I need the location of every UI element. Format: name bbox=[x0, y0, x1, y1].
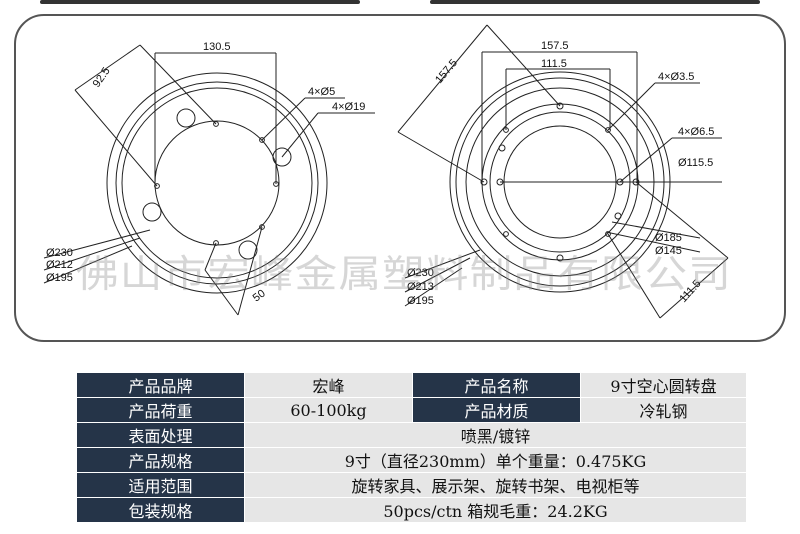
right-small-hole bbox=[605, 231, 611, 237]
leader-213-r bbox=[404, 257, 471, 293]
table-row: 适用范围 旋转家具、展示架、旋转书架、电视柜等 bbox=[76, 472, 747, 498]
pack-value: 50pcs/ctn 箱规毛重：24.2KG bbox=[244, 497, 747, 523]
dim-text: 111.5 bbox=[541, 58, 567, 70]
load-label: 产品荷重 bbox=[76, 397, 245, 423]
left-large-hole bbox=[272, 147, 292, 167]
left-inner-rim bbox=[121, 87, 313, 279]
right-small-hole bbox=[498, 144, 506, 152]
dim-extension bbox=[607, 233, 661, 319]
size-value: 9寸（直径230mm）单个重量：0.475KG bbox=[244, 447, 747, 473]
dim-line-50 bbox=[204, 269, 239, 316]
leader-230 bbox=[43, 229, 151, 259]
right-small-hole bbox=[556, 254, 564, 262]
dim-extension bbox=[74, 89, 158, 187]
dim-extension bbox=[486, 24, 561, 107]
leader-185 bbox=[611, 221, 701, 239]
right-small-hole bbox=[480, 178, 488, 186]
dim-text: 4×Ø6.5 bbox=[678, 126, 714, 138]
left-large-hole bbox=[142, 202, 162, 222]
dim-text: 92.5 bbox=[91, 65, 113, 89]
dim-extension bbox=[204, 242, 217, 271]
name-label: 产品名称 bbox=[412, 372, 581, 398]
left-small-hole bbox=[213, 121, 219, 127]
top-divider-right bbox=[430, 0, 760, 4]
drawing-panel bbox=[14, 14, 786, 342]
table-row: 产品品牌 宏峰 产品名称 9寸空心圆转盘 bbox=[76, 372, 747, 398]
table-row: 产品规格 9寸（直径230mm）单个重量：0.475KG bbox=[76, 447, 747, 473]
left-mid-rim bbox=[115, 81, 319, 285]
brand-label: 产品品牌 bbox=[76, 372, 245, 398]
watermark: 佛山市宏峰金属塑料制品有限公司 bbox=[76, 252, 732, 296]
leader-4x5 bbox=[261, 97, 306, 141]
left-large-hole bbox=[176, 108, 196, 128]
material-value: 冷轧钢 bbox=[580, 397, 747, 423]
leader-195-r bbox=[404, 267, 463, 307]
surface-value: 喷黑/镀锌 bbox=[244, 422, 747, 448]
dim-text: Ø230 bbox=[407, 267, 434, 279]
usage-label: 适用范围 bbox=[76, 472, 245, 498]
left-center-bore bbox=[154, 120, 280, 246]
leader-4x6-5 bbox=[619, 137, 673, 183]
dim-extension bbox=[237, 226, 263, 316]
dim-text: 4×Ø5 bbox=[308, 86, 335, 98]
leader-4x3-5 bbox=[607, 82, 656, 131]
dim-text: 157.5 bbox=[541, 40, 569, 52]
dim-extension bbox=[397, 131, 485, 183]
pack-label: 包装规格 bbox=[76, 497, 245, 523]
leader-4x19 bbox=[281, 112, 319, 158]
right-small-hole bbox=[503, 231, 509, 237]
top-divider-left bbox=[40, 0, 360, 4]
right-small-hole bbox=[614, 212, 622, 220]
dim-text: 4×Ø3.5 bbox=[658, 71, 694, 83]
name-value: 9寸空心圆转盘 bbox=[580, 372, 747, 398]
dim-text: Ø185 bbox=[655, 232, 682, 244]
material-label: 产品材质 bbox=[412, 397, 581, 423]
dim-text: Ø195 bbox=[407, 295, 434, 307]
right-small-hole bbox=[556, 102, 564, 110]
dim-text: Ø230 bbox=[46, 247, 73, 259]
left-small-hole bbox=[213, 240, 219, 246]
left-small-hole bbox=[259, 137, 265, 143]
dim-text: 130.5 bbox=[203, 41, 231, 53]
table-row: 包装规格 50pcs/ctn 箱规毛重：24.2KG bbox=[76, 497, 747, 523]
dim-text: Ø145 bbox=[655, 245, 682, 257]
dim-extension bbox=[139, 44, 217, 125]
brand-value: 宏峰 bbox=[244, 372, 413, 398]
leader-230-r bbox=[404, 249, 481, 279]
surface-label: 表面处理 bbox=[76, 422, 245, 448]
dim-line-157-5-diag bbox=[397, 24, 488, 133]
spec-table: 产品品牌 宏峰 产品名称 9寸空心圆转盘 产品荷重 60-100kg 产品材质 … bbox=[76, 372, 747, 523]
table-row: 产品荷重 60-100kg 产品材质 冷轧钢 bbox=[76, 397, 747, 423]
left-large-hole bbox=[238, 240, 258, 260]
usage-value: 旋转家具、展示架、旋转书架、电视柜等 bbox=[244, 472, 747, 498]
dim-text: 4×Ø19 bbox=[332, 101, 365, 113]
dim-text: 50 bbox=[251, 288, 268, 305]
dim-extension bbox=[635, 181, 729, 259]
dim-line-92-5 bbox=[74, 44, 141, 91]
left-small-hole bbox=[259, 224, 265, 230]
left-outer-rim bbox=[106, 72, 328, 294]
size-label: 产品规格 bbox=[76, 447, 245, 473]
leader-195 bbox=[43, 245, 133, 284]
leader-212 bbox=[43, 237, 141, 271]
leader-145 bbox=[605, 231, 701, 253]
dim-text: 157.5 bbox=[433, 57, 460, 86]
dim-text: Ø212 bbox=[46, 259, 73, 271]
dim-text: Ø213 bbox=[407, 281, 434, 293]
table-row: 表面处理 喷黑/镀锌 bbox=[76, 422, 747, 448]
load-value: 60-100kg bbox=[244, 397, 413, 423]
dim-text: Ø115.5 bbox=[678, 157, 713, 169]
dim-text: Ø195 bbox=[46, 272, 73, 284]
dim-line-111-5-diag bbox=[659, 257, 729, 319]
